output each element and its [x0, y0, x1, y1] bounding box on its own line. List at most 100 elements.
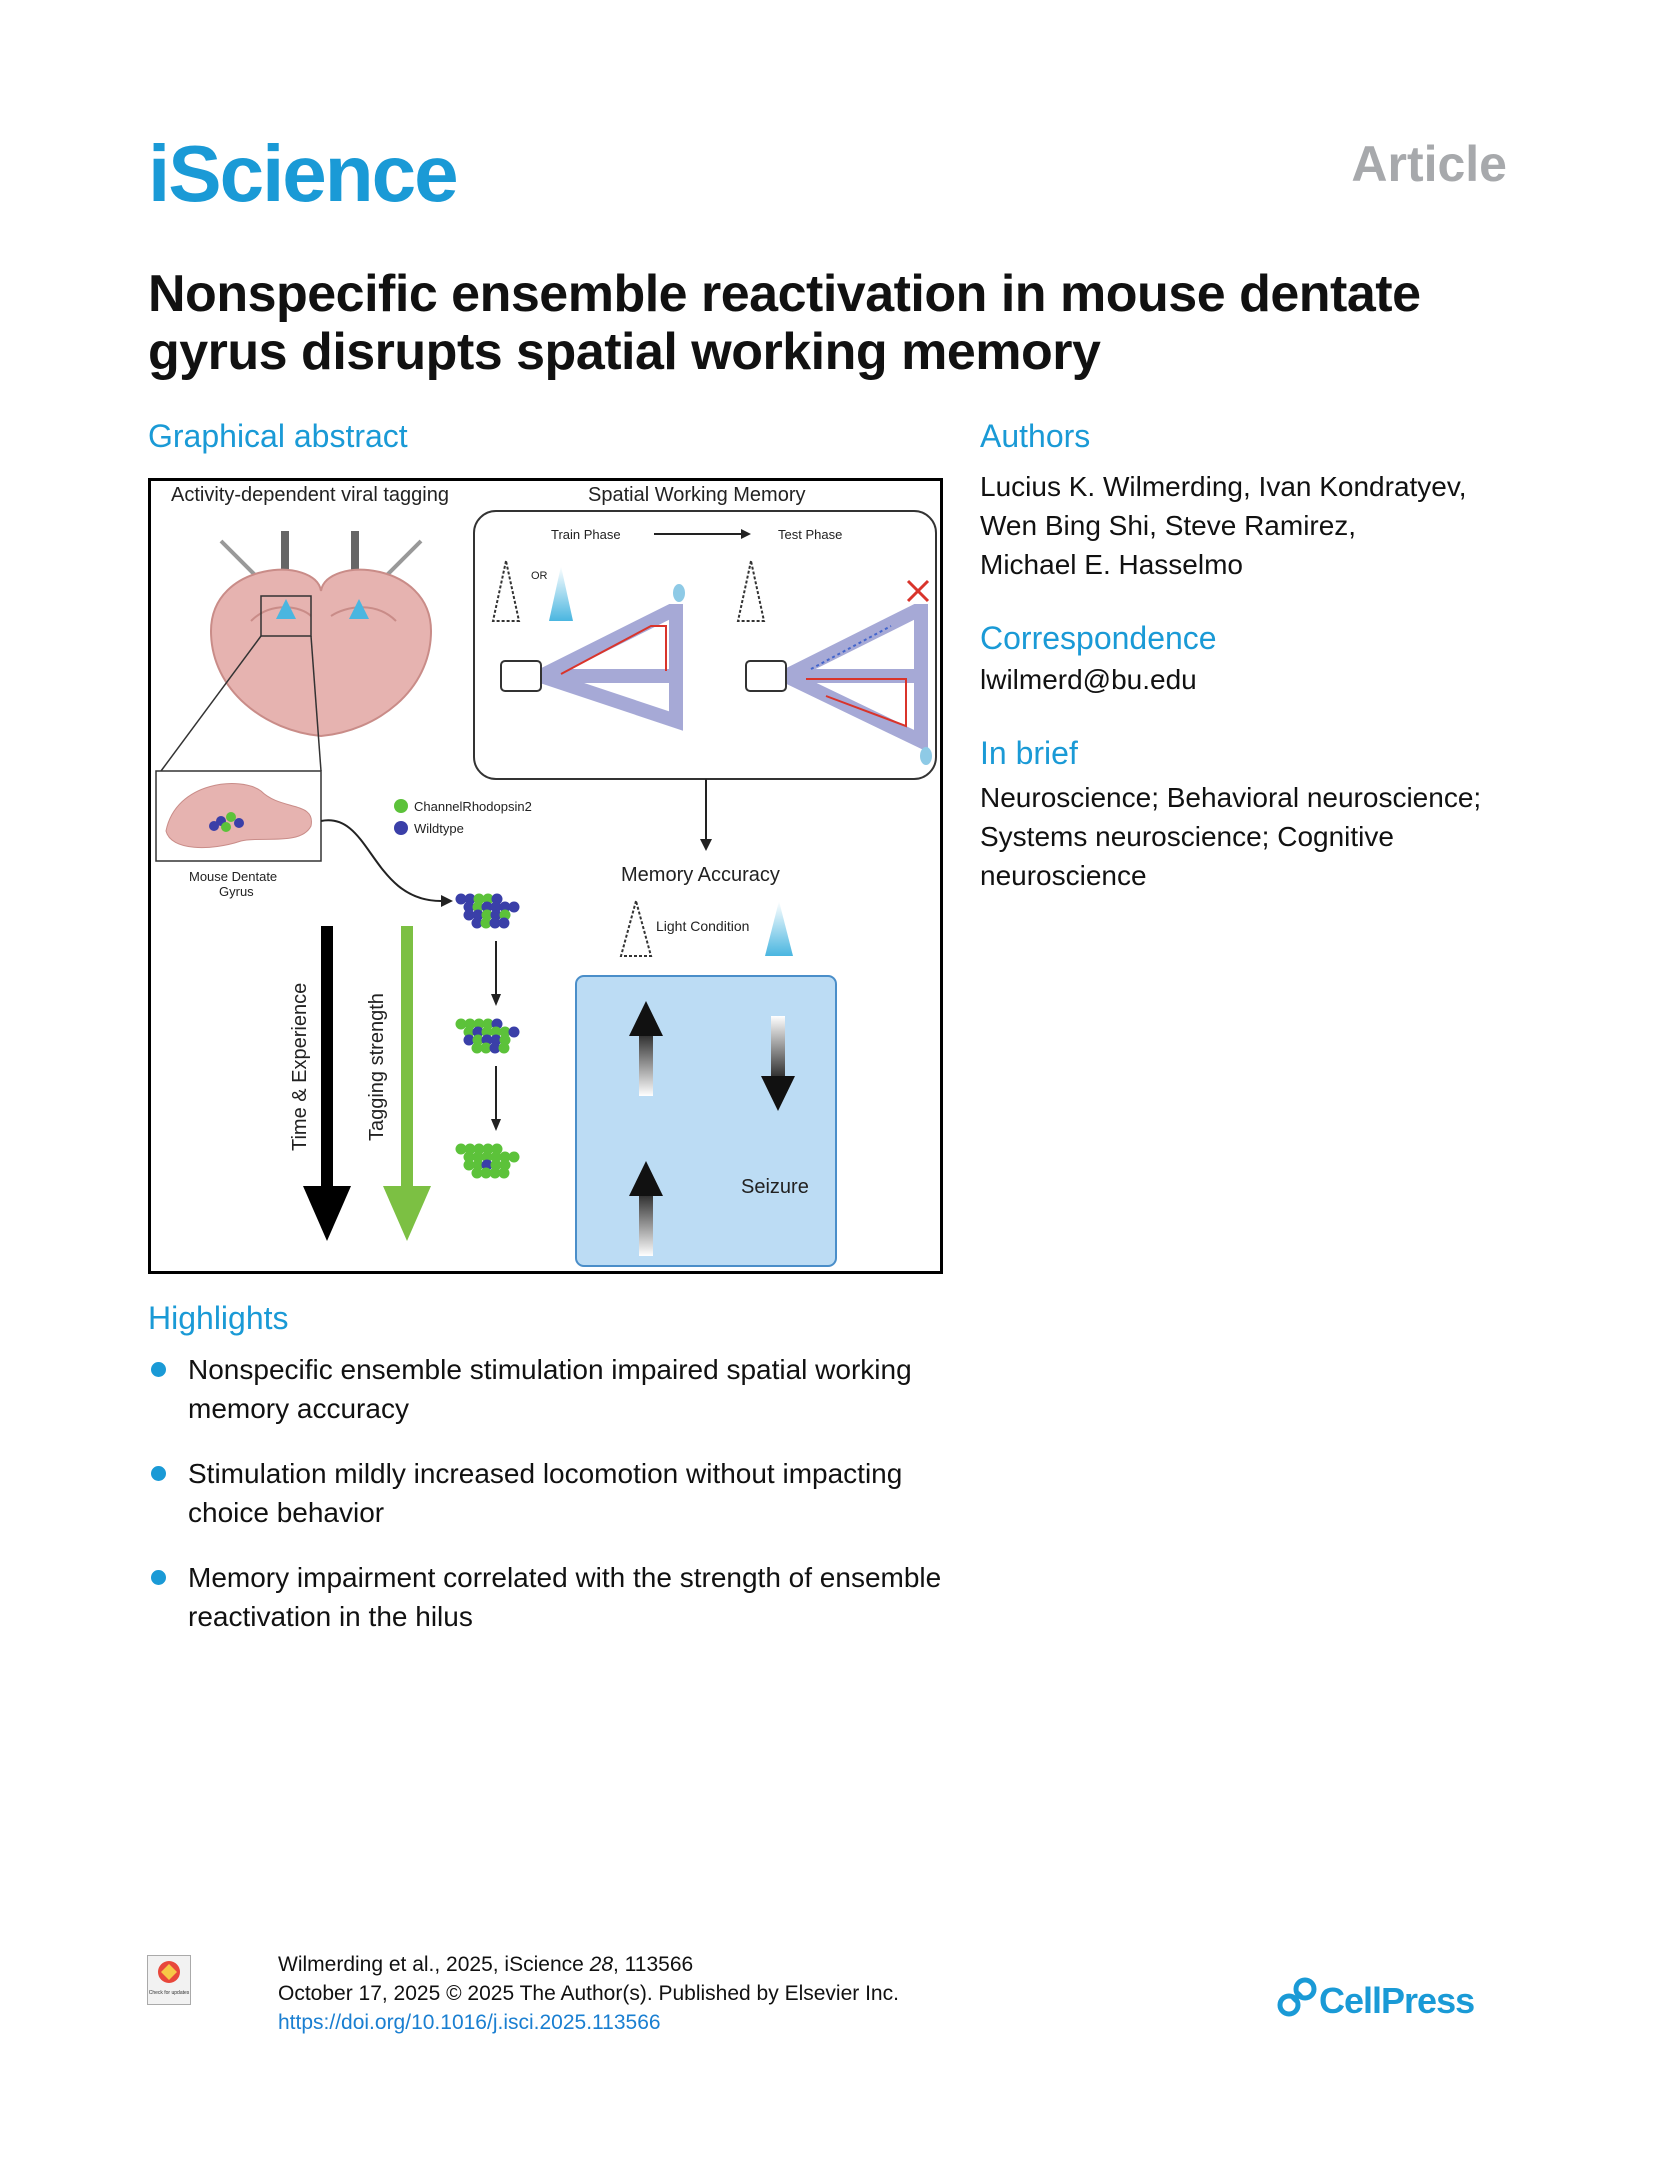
publisher-name: CellPress	[1319, 1980, 1474, 2021]
cell-dot	[480, 1167, 492, 1179]
label-mouse-dg-1: Mouse Dentate	[189, 869, 277, 884]
cell-dot	[489, 1042, 501, 1054]
bullet-icon	[151, 1362, 166, 1377]
cell-dot	[490, 1151, 502, 1163]
graphical-abstract-figure: Activity-dependent viral tagging Spatial…	[148, 478, 943, 1274]
cell-dot	[508, 1151, 520, 1163]
correspondence-heading: Correspondence	[980, 620, 1217, 656]
label-seizure: Seizure	[741, 1176, 809, 1198]
cell-dot	[490, 901, 502, 913]
swm-panel	[473, 510, 937, 780]
cell-dot	[472, 901, 484, 913]
copyright-line: October 17, 2025 © 2025 The Author(s). P…	[278, 1982, 899, 2005]
authors-list: Lucius K. Wilmerding, Ivan Kondratyev, W…	[980, 467, 1467, 584]
cell-dot	[473, 1143, 485, 1155]
cell-dot	[481, 1151, 493, 1163]
citation-block: Wilmerding et al., 2025, iScience 28, 11…	[278, 1950, 899, 2037]
test-maze	[782, 604, 928, 753]
cell-dot	[471, 1167, 483, 1179]
cell-dot	[464, 1143, 476, 1155]
authors-line: Michael E. Hasselmo	[980, 549, 1243, 580]
cell-dot	[464, 893, 476, 905]
highlight-line: Nonspecific ensemble stimulation impaire…	[188, 1354, 912, 1385]
cell-dot	[499, 1159, 511, 1171]
label-light-condition: Light Condition	[656, 918, 749, 934]
cell-dot	[508, 1026, 520, 1038]
crossmark-icon[interactable]: Check for updates	[147, 1955, 191, 2005]
doi-link[interactable]: https://doi.org/10.1016/j.isci.2025.1135…	[278, 2011, 661, 2034]
cell-dot	[498, 917, 510, 929]
cell-dot	[508, 901, 520, 913]
train-maze	[537, 604, 683, 731]
journal-logo: iScience	[148, 129, 459, 218]
bullet-icon	[151, 1466, 166, 1481]
bullet-icon	[151, 1570, 166, 1585]
cell-dot	[481, 1026, 493, 1038]
brain-illustration	[155, 531, 433, 862]
cell-dot	[463, 909, 475, 921]
highlight-item: Memory impairment correlated with the st…	[148, 1558, 968, 1636]
label-tagging-strength: Tagging strength	[366, 993, 388, 1141]
cell-dot	[463, 1159, 475, 1171]
cell-dot	[481, 1034, 493, 1046]
highlight-line: Memory impairment correlated with the st…	[188, 1562, 942, 1593]
label-test-phase: Test Phase	[778, 527, 842, 542]
legend-wildtype: Wildtype	[414, 821, 464, 836]
cell-dot	[463, 1034, 475, 1046]
highlight-line: reactivation in the hilus	[188, 1601, 473, 1632]
cell-dot	[463, 1026, 475, 1038]
label-swm: Spatial Working Memory	[588, 484, 805, 506]
label-time-experience: Time & Experience	[289, 983, 311, 1151]
authors-line: Lucius K. Wilmerding, Ivan Kondratyev,	[980, 471, 1467, 502]
label-viral-tagging: Activity-dependent viral tagging	[171, 484, 449, 506]
article-type-label: Article	[1351, 136, 1507, 192]
label-or: OR	[531, 570, 548, 582]
citation-line: Wilmerding et al., 2025, iScience 28, 11…	[278, 1950, 899, 1979]
legend-channelrhodopsin: ChannelRhodopsin2	[414, 799, 532, 814]
citation-prefix: Wilmerding et al., 2025, iScience	[278, 1953, 590, 1976]
cell-dot	[490, 1034, 502, 1046]
citation-volume: 28	[589, 1953, 614, 1976]
cell-dot	[481, 1159, 493, 1171]
highlight-item: Nonspecific ensemble stimulation impaire…	[148, 1350, 968, 1428]
highlights-heading: Highlights	[148, 1300, 289, 1336]
cell-dot	[455, 1018, 467, 1030]
cellpress-logo[interactable]: CellPress	[1275, 1975, 1505, 2025]
cell-dot	[489, 917, 501, 929]
cell-dot	[499, 1026, 511, 1038]
cell-dot	[471, 917, 483, 929]
correspondence-email[interactable]: lwilmerd@bu.edu	[980, 664, 1197, 695]
crossmark-label: Check for updates	[149, 1990, 190, 1996]
cell-dot	[463, 901, 475, 913]
cell-dot	[472, 1034, 484, 1046]
cell-dot	[482, 893, 494, 905]
highlight-line: choice behavior	[188, 1497, 385, 1528]
cell-dot	[481, 901, 493, 913]
cell-dot	[471, 1042, 483, 1054]
citation-number: , 113566	[613, 1953, 694, 1976]
cell-dot	[499, 1151, 511, 1163]
cell-dot	[482, 1018, 494, 1030]
cell-dot	[464, 1018, 476, 1030]
cell-dot	[472, 1159, 484, 1171]
authors-heading: Authors	[980, 418, 1091, 454]
cell-dot	[491, 893, 503, 905]
cell-dot	[473, 893, 485, 905]
highlight-line: Stimulation mildly increased locomotion …	[188, 1458, 903, 1489]
cell-clusters	[455, 893, 520, 1179]
label-train-phase: Train Phase	[551, 527, 621, 542]
cell-dot	[472, 1026, 484, 1038]
in-brief-heading: In brief	[980, 735, 1078, 771]
cell-dot	[455, 893, 467, 905]
memory-accuracy-panel	[575, 975, 837, 1267]
cell-dot	[481, 909, 493, 921]
cell-dot	[480, 917, 492, 929]
cell-dot	[473, 1018, 485, 1030]
cell-dot	[455, 1143, 467, 1155]
cell-dot	[463, 1151, 475, 1163]
cell-dot	[491, 1018, 503, 1030]
highlights-list: Nonspecific ensemble stimulation impaire…	[148, 1350, 968, 1662]
cell-dot	[499, 1034, 511, 1046]
cell-dot	[499, 909, 511, 921]
in-brief-line: neuroscience	[980, 860, 1147, 891]
